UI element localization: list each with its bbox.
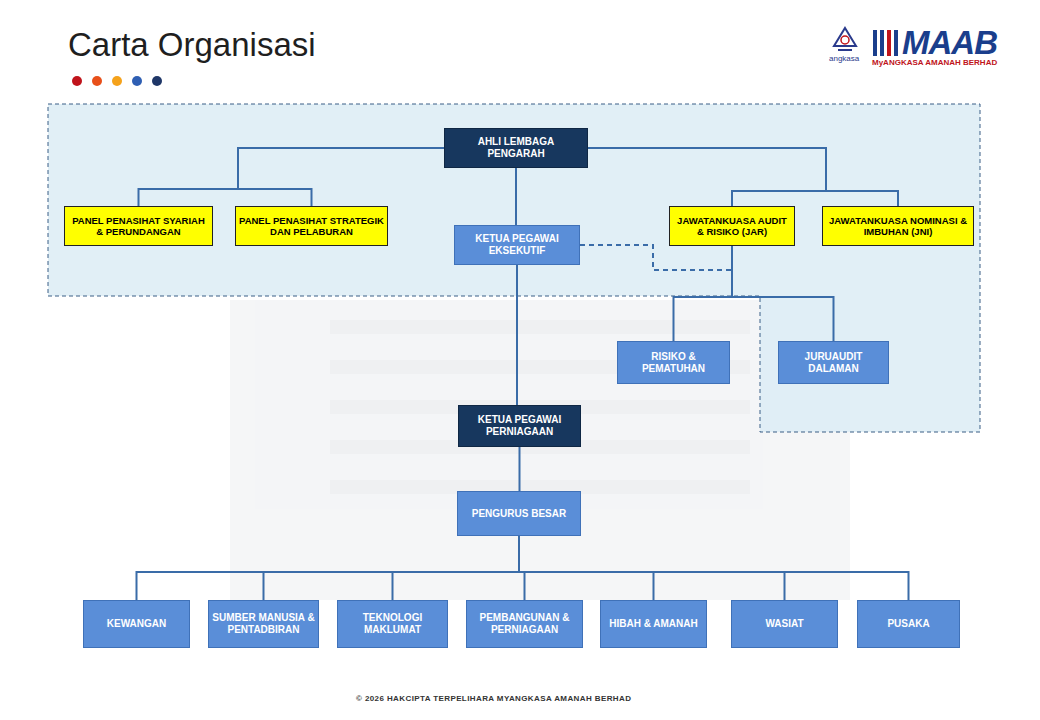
- box-label: KETUA PEGAWAI EKSEKUTIF: [458, 233, 576, 257]
- emblem-base: [838, 49, 852, 51]
- building-shape: [230, 300, 850, 600]
- reporting-line: [519, 536, 785, 600]
- stripe: [873, 30, 877, 56]
- org-unit-box: JURUAUDIT DALAMAN: [778, 341, 889, 384]
- box-label: JAWATANKUASA AUDIT & RISIKO (JAR): [673, 215, 791, 238]
- committee-box: PANEL PENASIHAT STRATEGIK DAN PELABURAN: [235, 206, 388, 246]
- logo-wordmark: MAAB: [902, 24, 997, 62]
- box-label: PANEL PENASIHAT SYARIAH & PERUNDANGAN: [68, 215, 209, 238]
- dashed-reporting-line: [580, 245, 732, 270]
- org-unit-box: PEMBANGUNAN & PERNIAGAAN: [466, 600, 583, 648]
- committee-box: PANEL PENASIHAT SYARIAH & PERUNDANGAN: [64, 206, 213, 246]
- org-unit-box: PUSAKA: [857, 600, 960, 648]
- committee-box: JAWATANKUASA AUDIT & RISIKO (JAR): [669, 206, 795, 246]
- reporting-line: [732, 246, 834, 341]
- stripe: [887, 30, 891, 56]
- reporting-line: [588, 148, 898, 206]
- box-label: AHLI LEMBAGA PENGARAH: [448, 136, 584, 160]
- reporting-line: [264, 536, 520, 600]
- copyright-footer: © 2026 HAKCIPTA TERPELIHARA MYANGKASA AM…: [356, 694, 631, 703]
- org-unit-box: WASIAT: [731, 600, 838, 648]
- company-name: MyANGKASA AMANAH BERHAD: [872, 58, 997, 67]
- org-unit-box: RISIKO & PEMATUHAN: [617, 341, 730, 384]
- page-title: Carta Organisasi: [68, 26, 316, 64]
- reporting-line: [519, 536, 654, 600]
- org-unit-box: AHLI LEMBAGA PENGARAH: [444, 128, 588, 168]
- deco-dot: [72, 76, 82, 86]
- reporting-line: [137, 536, 520, 600]
- box-label: JURUAUDIT DALAMAN: [782, 351, 885, 375]
- org-unit-box: TEKNOLOGI MAKLUMAT: [337, 600, 448, 648]
- box-label: JAWATANKUASA NOMINASI & IMBUHAN (JNI): [826, 215, 970, 238]
- org-unit-box: KETUA PEGAWAI PERNIAGAAN: [458, 405, 581, 447]
- reporting-line: [516, 265, 518, 405]
- org-unit-box: KEWANGAN: [83, 600, 190, 648]
- maab-stripes: [873, 30, 898, 56]
- emblem-ring: [841, 36, 849, 44]
- stripe: [894, 30, 898, 56]
- stripe: [880, 30, 884, 56]
- org-unit-box: SUMBER MANUSIA & PENTADBIRAN: [208, 600, 319, 648]
- box-label: PENGURUS BESAR: [472, 508, 566, 520]
- reporting-line: [238, 148, 444, 206]
- reporting-line: [519, 447, 521, 491]
- angkasa-emblem: [834, 28, 856, 50]
- board-region: [48, 104, 980, 432]
- committee-box: JAWATANKUASA NOMINASI & IMBUHAN (JNI): [822, 206, 974, 246]
- reporting-line: [393, 536, 520, 600]
- building-watermark: [230, 300, 850, 600]
- emblem-triangle: [834, 28, 856, 46]
- deco-dot: [132, 76, 142, 86]
- box-label: PUSAKA: [887, 618, 929, 630]
- box-label: HIBAH & AMANAH: [609, 618, 698, 630]
- reporting-line: [674, 246, 733, 341]
- box-label: KETUA PEGAWAI PERNIAGAAN: [462, 414, 577, 438]
- box-label: PEMBANGUNAN & PERNIAGAAN: [470, 612, 579, 636]
- org-unit-box: HIBAH & AMANAH: [600, 600, 707, 648]
- reporting-line: [588, 148, 826, 206]
- box-label: SUMBER MANUSIA & PENTADBIRAN: [212, 612, 315, 636]
- box-label: RISIKO & PEMATUHAN: [621, 351, 726, 375]
- box-label: WASIAT: [765, 618, 803, 630]
- reporting-line: [519, 536, 909, 600]
- box-label: PANEL PENASIHAT STRATEGIK DAN PELABURAN: [239, 215, 384, 238]
- building-band: [330, 320, 750, 334]
- logo-text: angkasa: [829, 54, 859, 63]
- org-unit-box: PENGURUS BESAR: [457, 491, 581, 536]
- box-label: TEKNOLOGI MAKLUMAT: [341, 612, 444, 636]
- deco-dot: [152, 76, 162, 86]
- reporting-line: [515, 168, 517, 225]
- deco-dot: [112, 76, 122, 86]
- box-label: KEWANGAN: [107, 618, 166, 630]
- org-unit-box: KETUA PEGAWAI EKSEKUTIF: [454, 225, 580, 265]
- deco-dot: [92, 76, 102, 86]
- reporting-line: [139, 148, 445, 206]
